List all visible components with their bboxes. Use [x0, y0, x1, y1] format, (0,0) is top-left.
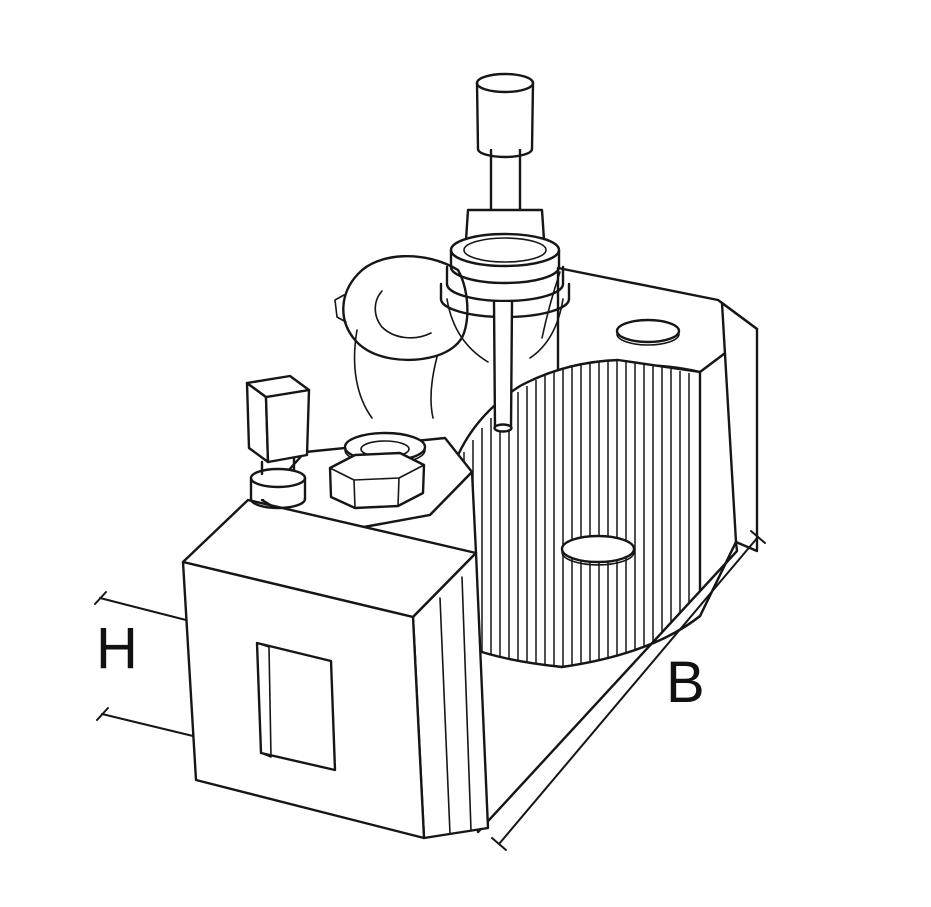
base-block: [468, 534, 739, 834]
clamp-pin: [492, 300, 514, 433]
handle-shaft: [489, 148, 522, 214]
hex-boss: [328, 451, 426, 510]
collar-rings: [439, 232, 571, 319]
h-extension-line-bottom: [101, 713, 194, 737]
clamping-screw: [245, 374, 311, 510]
serrated-face: [450, 358, 702, 669]
left-block: [181, 374, 490, 840]
lever-clip: [334, 294, 347, 323]
dimension-b: B: [491, 530, 766, 851]
clamp-assembly: [334, 72, 571, 433]
dimension-label-b: B: [666, 650, 705, 715]
screw-head-right-face: [264, 388, 311, 464]
base-right-face: [468, 540, 739, 834]
deck-notch: [560, 534, 636, 564]
top-face-notch: [615, 318, 681, 344]
b-dimension-line: [498, 536, 759, 845]
dimension-label-h: H: [96, 616, 138, 681]
h-extension-line-top: [99, 597, 187, 621]
dimensions: H B: [94, 530, 766, 851]
b-end-ticks: [491, 530, 766, 851]
handle-knob: [475, 72, 535, 159]
screw-head-top-face: [245, 374, 311, 399]
cam-lever: [342, 254, 469, 362]
tool-slot: [255, 641, 337, 772]
right-side-face: [720, 301, 759, 553]
h-end-ticks: [94, 591, 109, 721]
dimension-h: H: [94, 591, 194, 737]
